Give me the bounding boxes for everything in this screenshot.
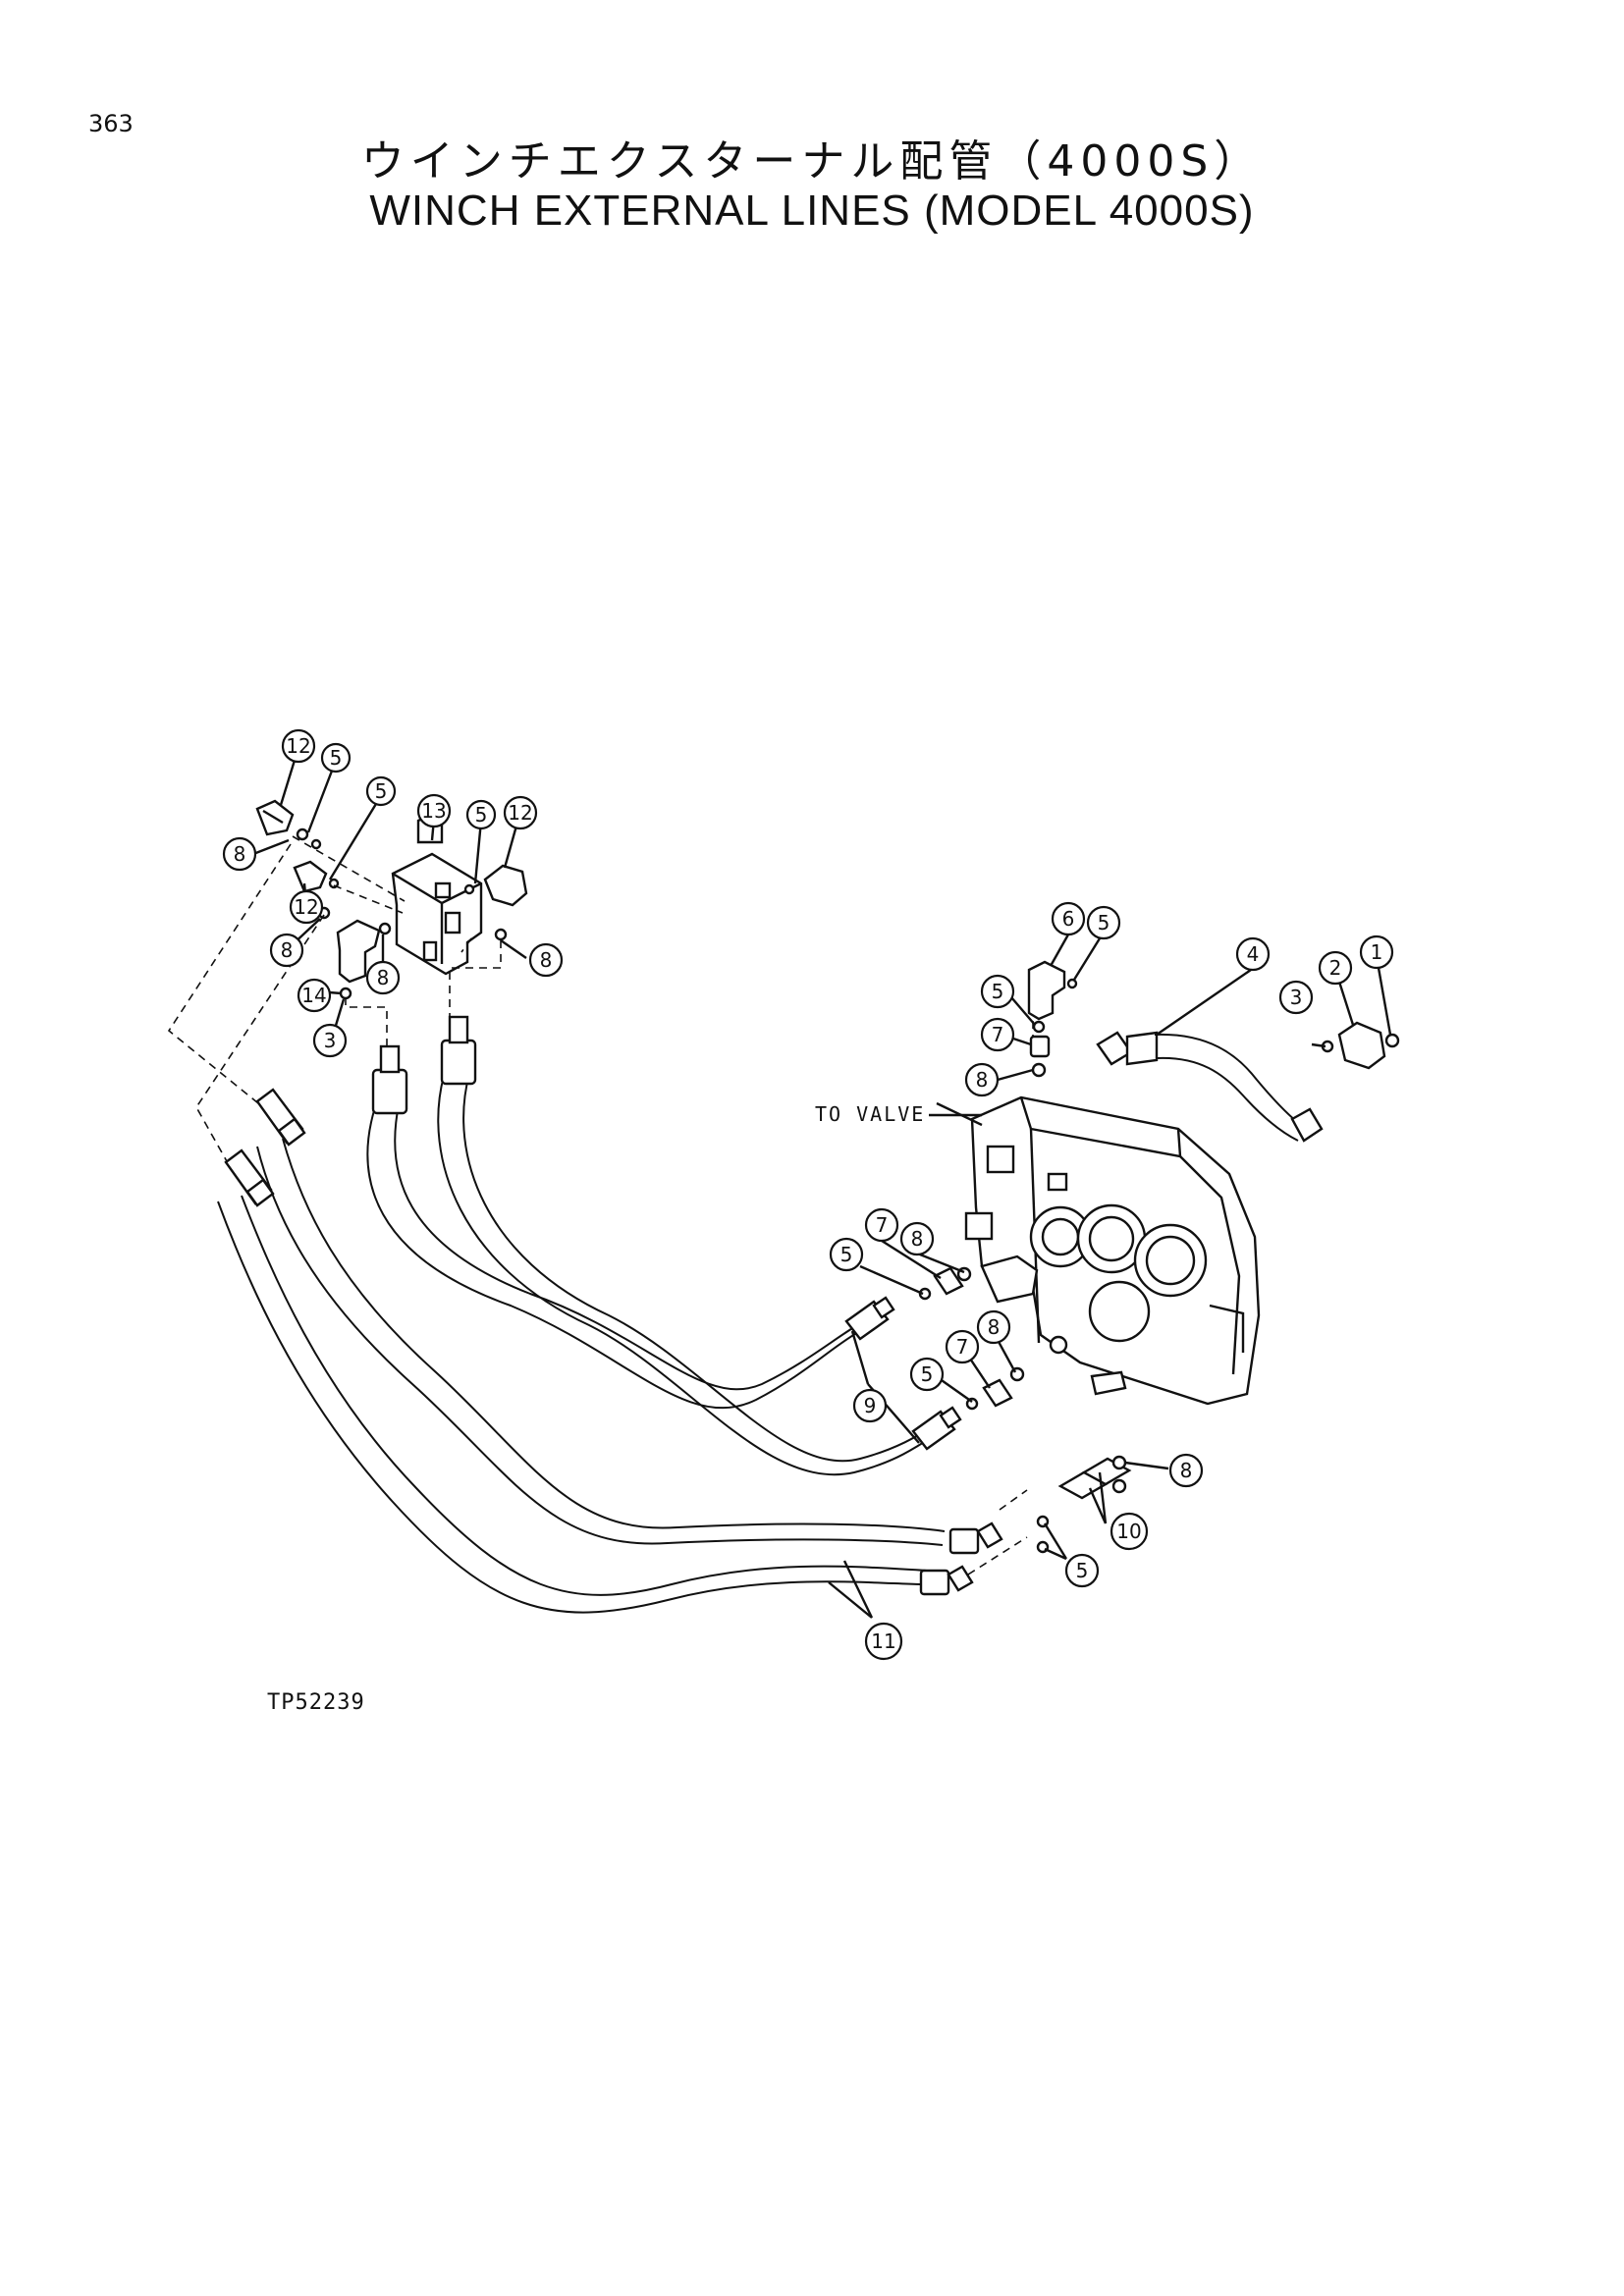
svg-text:5: 5 (475, 803, 488, 827)
svg-text:9: 9 (864, 1394, 877, 1417)
callout-8-b: 8 (269, 933, 304, 968)
callout-5-g: 5 (909, 1357, 945, 1392)
callout-3-right: 3 (1278, 980, 1314, 1015)
title-english: WINCH EXTERNAL LINES (MODEL 4000S) (369, 187, 1255, 235)
svg-text:3: 3 (1290, 986, 1303, 1009)
svg-text:5: 5 (1098, 911, 1110, 934)
svg-text:5: 5 (1076, 1559, 1089, 1582)
callout-14: 14 (297, 978, 332, 1013)
svg-text:11: 11 (871, 1629, 895, 1653)
title-japanese: ウインチエクスターナル配管（4000S） (360, 136, 1264, 187)
callout-5-a: 5 (320, 742, 352, 774)
svg-text:4: 4 (1247, 942, 1260, 966)
svg-text:6: 6 (1062, 907, 1075, 931)
svg-text:5: 5 (375, 779, 388, 803)
callout-7-low: 7 (945, 1329, 980, 1364)
svg-text:5: 5 (992, 980, 1004, 1003)
svg-text:12: 12 (294, 895, 318, 919)
dashed-routing-lines (167, 835, 1034, 1575)
hose-lines (217, 1073, 946, 1614)
callout-13: 13 (416, 793, 452, 828)
page-number: 363 (88, 110, 134, 137)
svg-text:8: 8 (976, 1068, 989, 1092)
svg-text:7: 7 (876, 1213, 889, 1237)
callout-5-d: 5 (1086, 905, 1121, 940)
callout-8-f: 8 (899, 1221, 935, 1256)
svg-text:12: 12 (286, 734, 310, 758)
svg-text:5: 5 (921, 1362, 934, 1386)
svg-text:1: 1 (1371, 940, 1383, 964)
svg-text:3: 3 (324, 1029, 337, 1052)
callout-8-h: 8 (1168, 1453, 1204, 1488)
callout-8-g: 8 (976, 1309, 1011, 1345)
drawing-code: TP52239 (267, 1690, 365, 1715)
callout-5-c: 5 (465, 799, 497, 830)
callout-10: 10 (1110, 1512, 1149, 1551)
callout-5-h: 5 (1064, 1553, 1100, 1588)
upper-right-line-assembly (1027, 960, 1400, 1143)
callout-balloons: 12 5 5 13 5 12 8 12 8 8 8 14 3 6 5 4 3 2… (222, 728, 1394, 1661)
callout-8-c: 8 (528, 942, 564, 978)
callout-7-mid: 7 (864, 1207, 899, 1243)
svg-text:2: 2 (1329, 956, 1342, 980)
svg-text:8: 8 (1180, 1459, 1193, 1482)
callout-8-d: 8 (365, 960, 401, 995)
svg-text:10: 10 (1116, 1520, 1141, 1543)
callout-12-right: 12 (503, 795, 538, 830)
callout-6: 6 (1051, 901, 1086, 936)
svg-text:7: 7 (956, 1335, 969, 1359)
to-valve-label: TO VALVE (815, 1102, 982, 1126)
svg-text:14: 14 (301, 984, 326, 1007)
callout-8-a: 8 (222, 836, 257, 872)
svg-text:7: 7 (992, 1023, 1004, 1046)
callout-7-top: 7 (980, 1017, 1015, 1052)
callout-3-left: 3 (312, 1023, 348, 1058)
callout-5-b: 5 (365, 775, 397, 807)
svg-text:8: 8 (234, 842, 246, 866)
svg-text:8: 8 (540, 948, 553, 972)
svg-text:TO VALVE: TO VALVE (815, 1102, 925, 1126)
svg-text:8: 8 (377, 966, 390, 989)
callout-12-top: 12 (281, 728, 316, 764)
winch-gear-housing (964, 1095, 1261, 1406)
callout-5-f: 5 (829, 1237, 864, 1272)
callout-9: 9 (852, 1388, 888, 1423)
hose-end-fittings (224, 1015, 1003, 1596)
svg-text:8: 8 (911, 1227, 924, 1251)
callout-12-mid: 12 (289, 889, 324, 925)
svg-text:12: 12 (508, 801, 532, 825)
callout-8-e: 8 (964, 1062, 1000, 1097)
housing-port-fittings (918, 1266, 1132, 1554)
svg-text:8: 8 (988, 1315, 1001, 1339)
callout-1: 1 (1359, 934, 1394, 970)
callout-11: 11 (864, 1622, 903, 1661)
callout-4: 4 (1235, 936, 1271, 972)
svg-text:5: 5 (840, 1243, 853, 1266)
callout-5-e: 5 (980, 974, 1015, 1009)
leader-lines (252, 753, 1392, 1619)
svg-text:5: 5 (330, 746, 343, 770)
callout-2: 2 (1318, 950, 1353, 986)
svg-text:13: 13 (421, 799, 446, 823)
svg-text:8: 8 (281, 938, 294, 962)
